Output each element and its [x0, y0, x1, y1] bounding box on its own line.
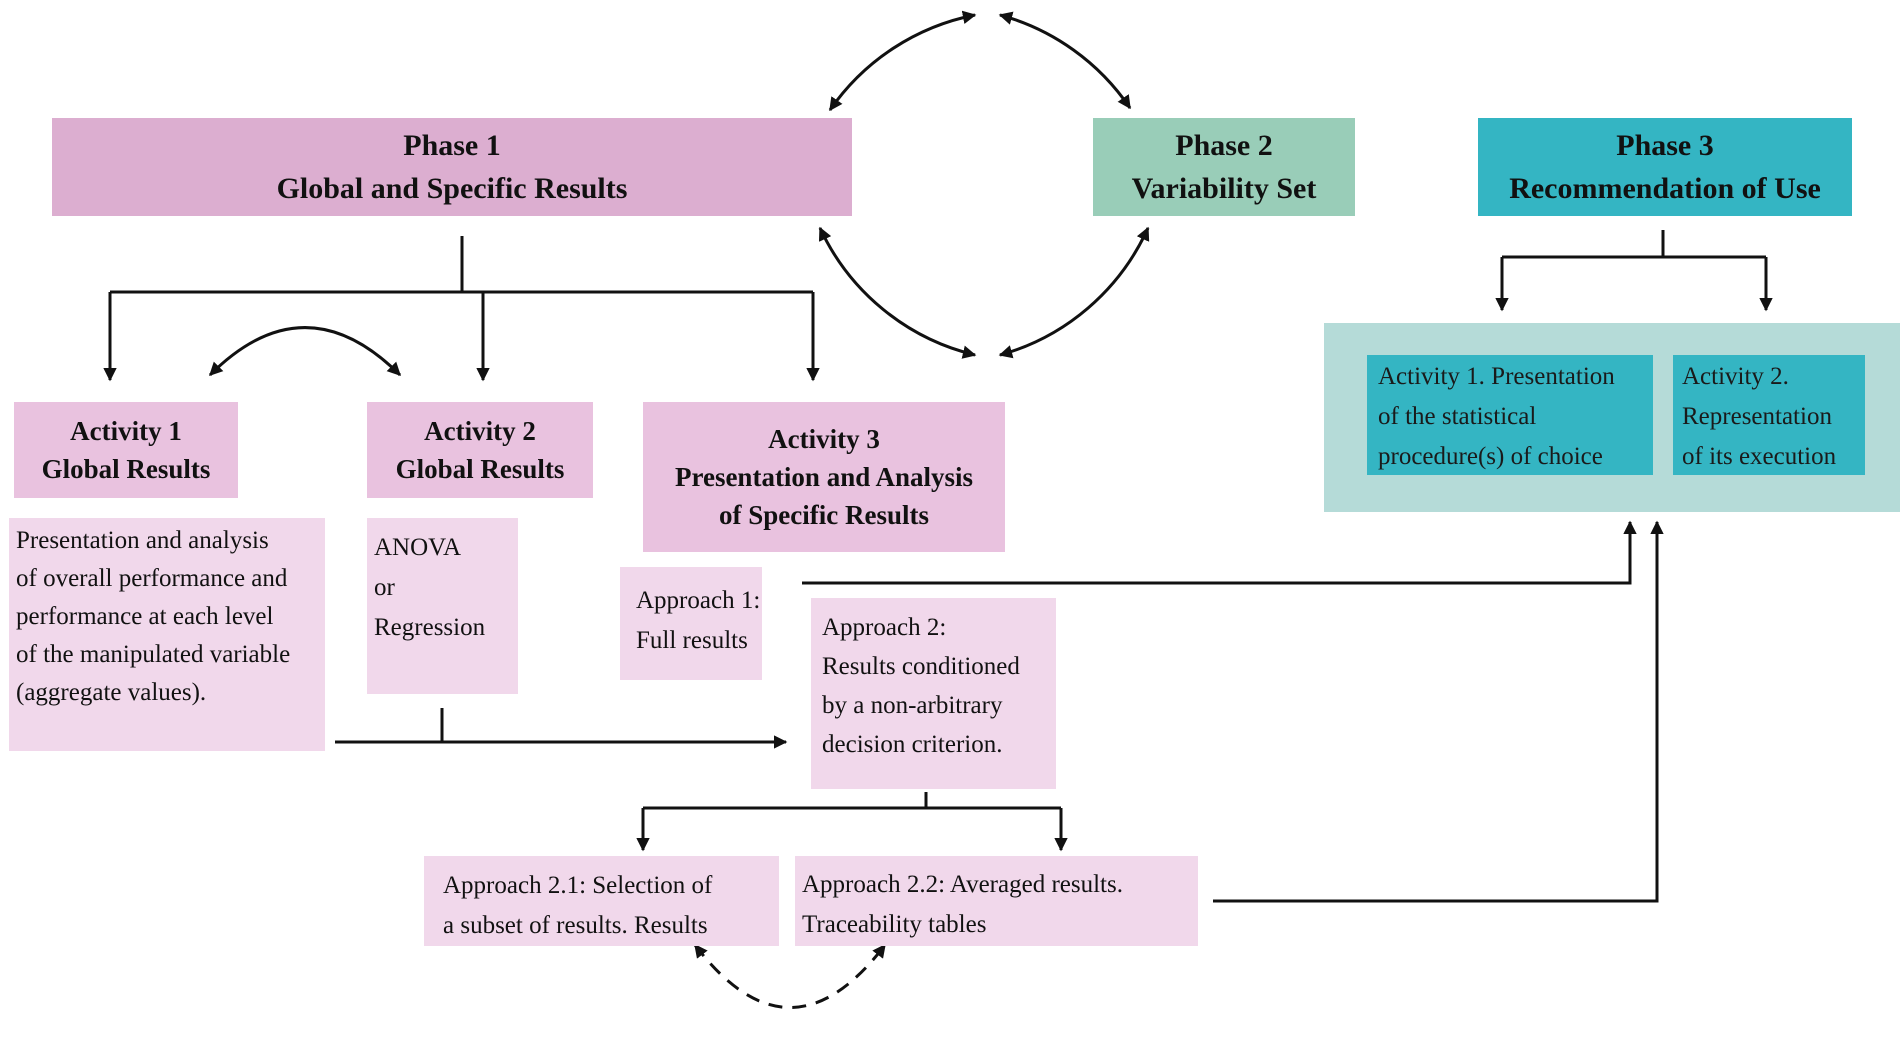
- phase2-box: Phase 2 Variability Set: [1093, 118, 1355, 216]
- activity2-line: ANOVA: [374, 534, 462, 561]
- activity1-line: Presentation and analysis: [16, 527, 269, 554]
- phase1-subtitle: Global and Specific Results: [276, 172, 628, 205]
- activity3-title: Activity 3: [768, 424, 880, 454]
- approach2-line: Results conditioned: [822, 653, 1020, 680]
- activity1-body: Presentation and analysis of overall per…: [9, 518, 325, 751]
- activity3-header: Activity 3 Presentation and Analysis of …: [643, 402, 1005, 552]
- approach1-box: Approach 1: Full results: [620, 567, 762, 680]
- activity1-title: Activity 1: [70, 416, 182, 446]
- approach21-line: a subset of results. Results: [443, 912, 708, 939]
- approach1-line: Full results: [636, 627, 748, 654]
- activity1-line: performance at each level: [16, 603, 274, 630]
- activity1-line: of the manipulated variable: [16, 641, 291, 668]
- approach22-line: Approach 2.2: Averaged results.: [802, 871, 1123, 898]
- approach22-to-phase3-arrow: [1213, 520, 1664, 903]
- phase3-box: Phase 3 Recommendation of Use: [1478, 118, 1852, 216]
- cycle-arrow-top-left: [828, 10, 977, 112]
- phase3-activity2-line: Activity 2.: [1682, 363, 1789, 390]
- cycle-arrow-top-right: [998, 11, 1132, 110]
- activity2-line: Regression: [374, 614, 486, 641]
- approach2-line: Approach 2:: [822, 614, 947, 641]
- phase3-activity2-card: Activity 2. Representation of its execut…: [1673, 355, 1865, 475]
- phase2-title: Phase 2: [1175, 129, 1273, 162]
- approach1-line: Approach 1:: [636, 587, 761, 614]
- approach21-box: Approach 2.1: Selection of a subset of r…: [424, 856, 779, 946]
- cycle-arrow-bottom-right: [998, 226, 1150, 359]
- phase3-activity1-line: Activity 1. Presentation: [1378, 363, 1615, 390]
- activity1-line: (aggregate values).: [16, 679, 207, 706]
- phase3-title: Phase 3: [1616, 129, 1714, 162]
- approach21-line: Approach 2.1: Selection of: [443, 872, 713, 899]
- approach22-line: Traceability tables: [802, 911, 987, 938]
- activity1-header: Activity 1 Global Results: [14, 402, 238, 498]
- approach1-to-phase3-arrow: [802, 520, 1637, 585]
- approach2-box: Approach 2: Results conditioned by a non…: [811, 598, 1056, 789]
- approach2-line: by a non-arbitrary: [822, 692, 1003, 719]
- activity2-body: ANOVA or Regression: [367, 518, 518, 694]
- approach21-approach22-dashed-arrow: [693, 943, 887, 1009]
- activity2-line: or: [374, 574, 395, 601]
- activity2-subtitle: Global Results: [395, 454, 565, 484]
- phase1-box: Phase 1 Global and Specific Results: [52, 118, 852, 216]
- phase1-title: Phase 1: [403, 129, 501, 162]
- phase2-subtitle: Variability Set: [1131, 172, 1317, 205]
- phase3-activity2-line: Representation: [1682, 403, 1832, 430]
- activity1-line: of overall performance and: [16, 565, 288, 592]
- approach22-box: Approach 2.2: Averaged results. Traceabi…: [795, 856, 1198, 946]
- approach2-line: decision criterion.: [822, 731, 1003, 758]
- activity1-activity2-arrow: [208, 326, 402, 377]
- phase3-subtitle: Recommendation of Use: [1509, 172, 1821, 205]
- activity3-line3: of Specific Results: [719, 500, 929, 530]
- phase3-activity1-line: of the statistical: [1378, 403, 1537, 430]
- activity2-header: Activity 2 Global Results: [367, 402, 593, 498]
- activity2-title: Activity 2: [424, 416, 536, 446]
- activity1-subtitle: Global Results: [41, 454, 211, 484]
- cycle-arrow-bottom-left: [818, 226, 977, 359]
- activity3-line2: Presentation and Analysis: [674, 462, 974, 492]
- phase3-activity1-line: procedure(s) of choice: [1378, 443, 1603, 470]
- phase3-activity1-card: Activity 1. Presentation of the statisti…: [1367, 355, 1653, 475]
- phase3-activity2-line: of its execution: [1682, 443, 1837, 470]
